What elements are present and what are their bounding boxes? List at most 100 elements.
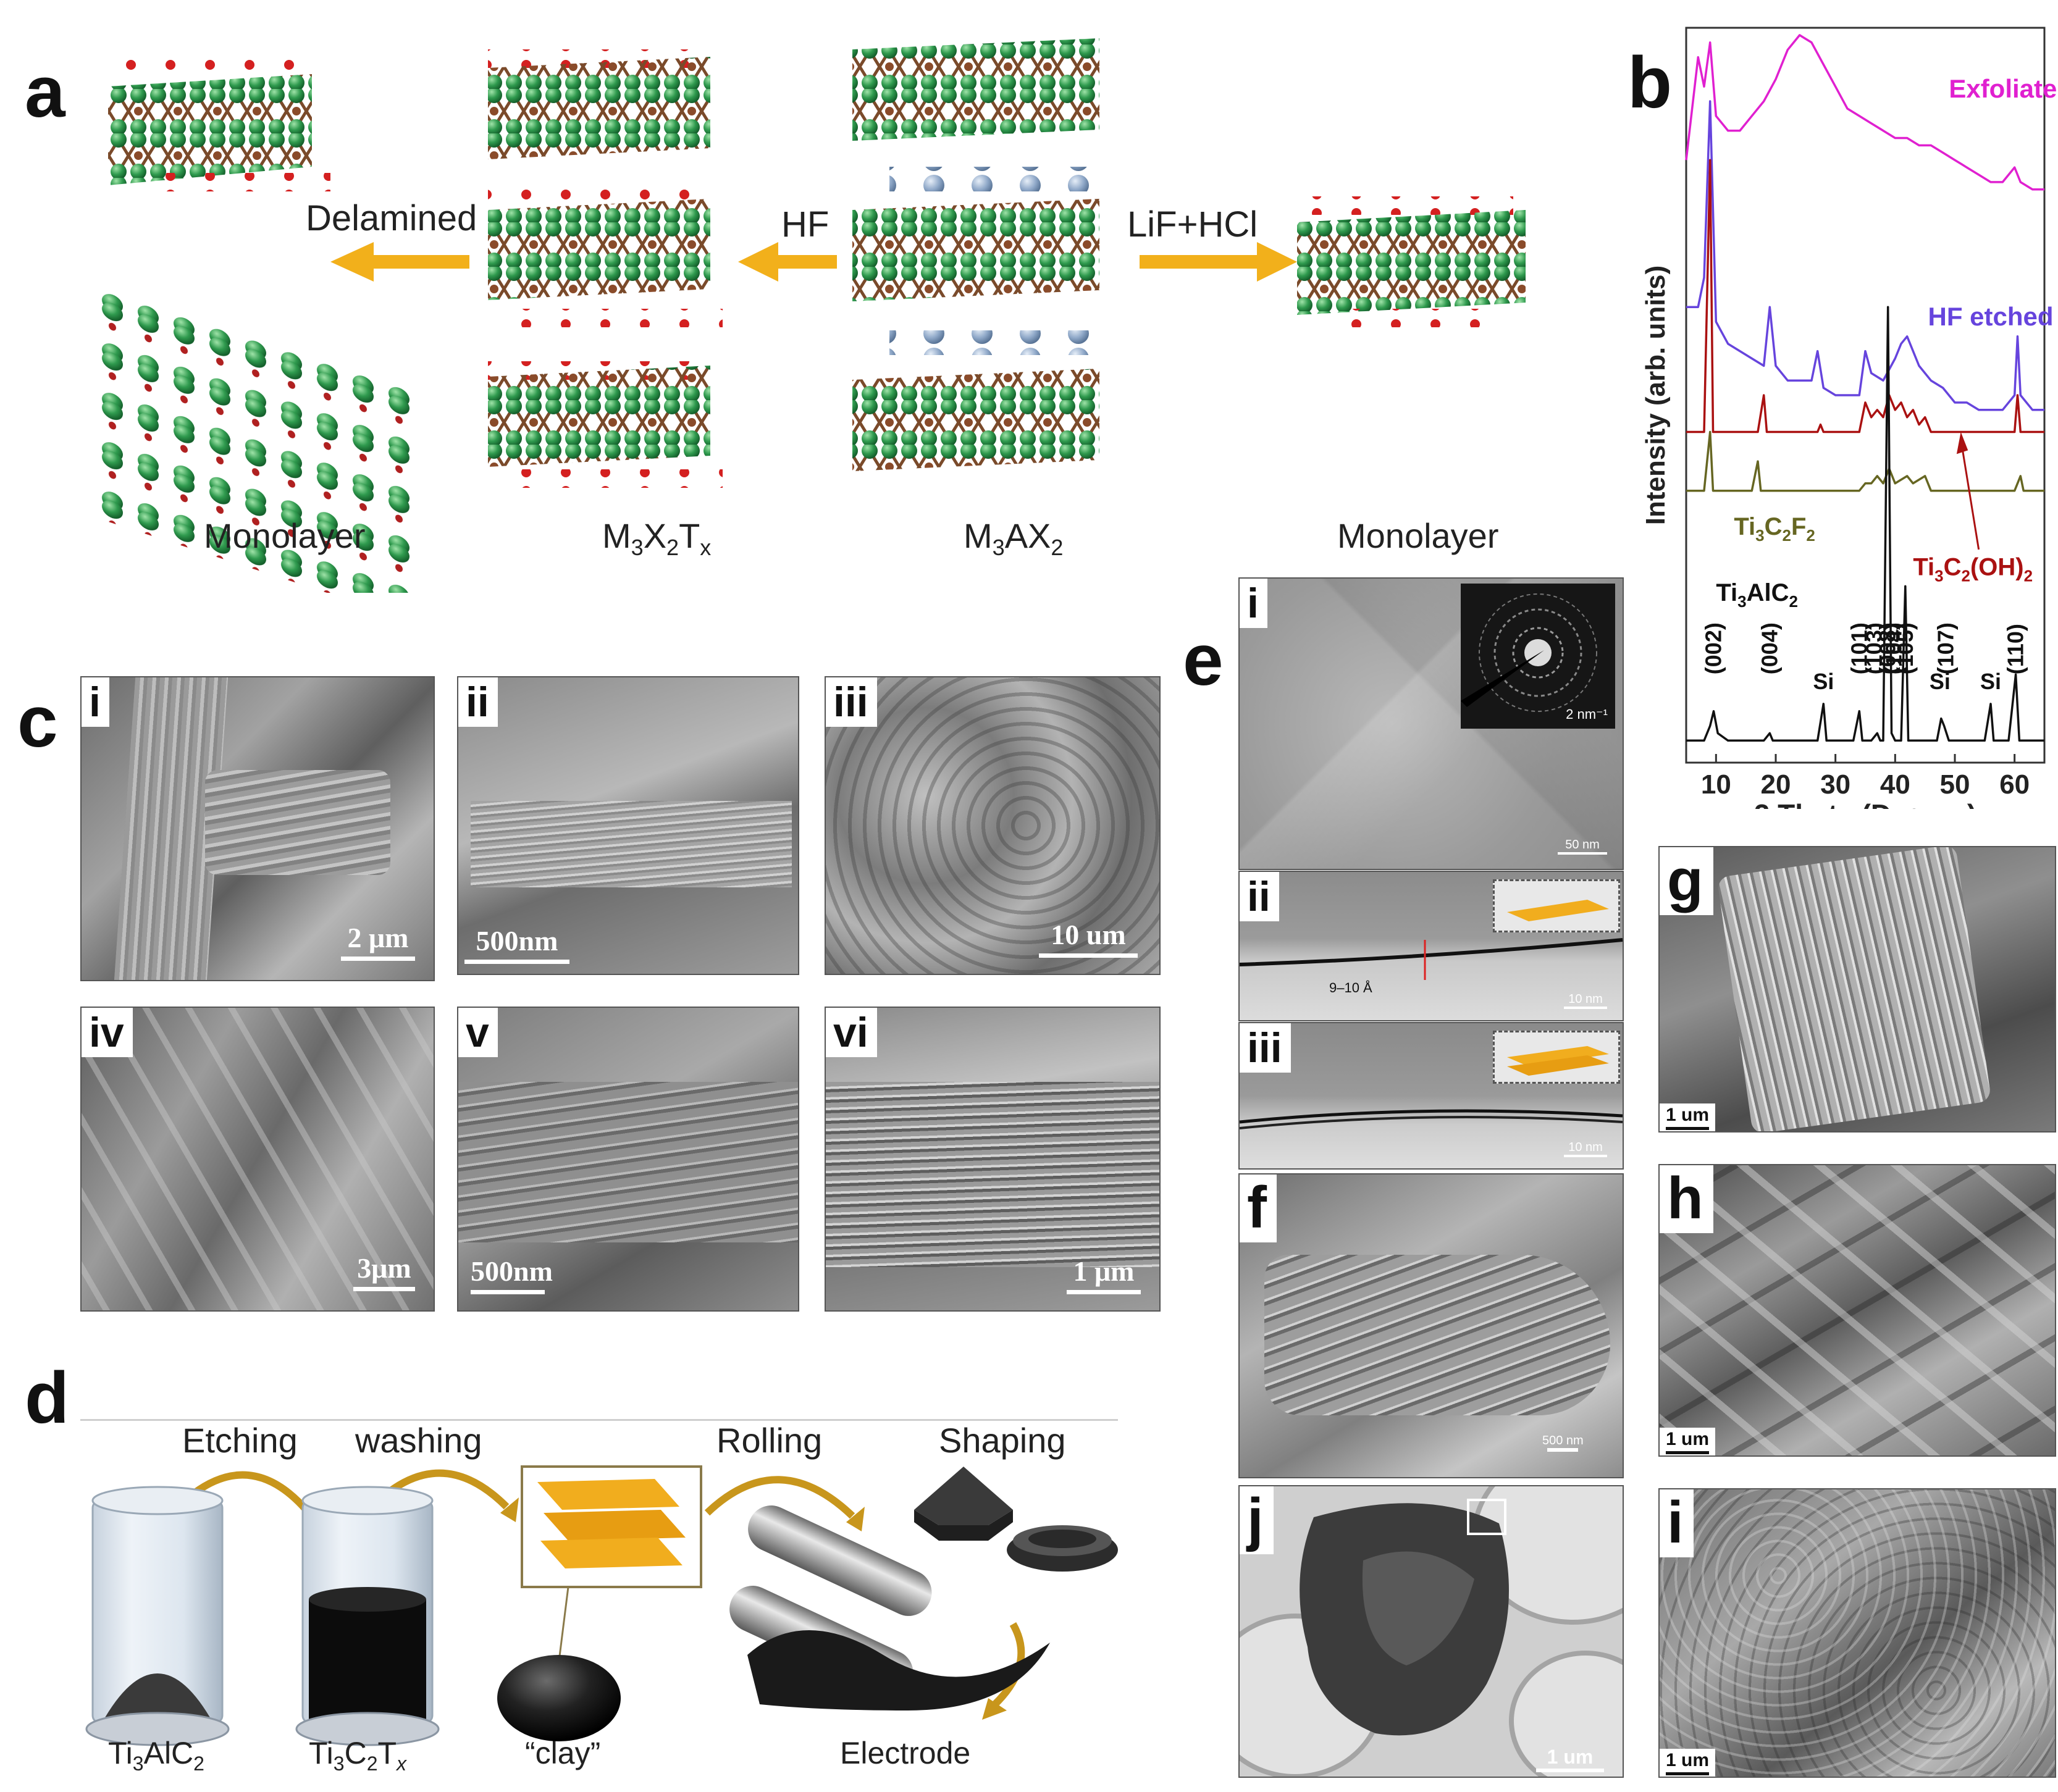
step-washing: washing [355,1421,482,1460]
tem-e-iii-label: iii [1240,1023,1291,1073]
tem-e-i-scalebar: 50 nm [1558,838,1607,855]
peak-label-4: (103) [1862,622,1887,674]
tem-e-ii-label: ii [1240,872,1279,921]
lif-hcl-arrow [1140,242,1297,282]
panel-g: g 1 um [1658,846,2056,1133]
peak-label-7: (105) [1892,622,1918,674]
peak-label-0: (002) [1700,622,1726,674]
x-tick-label-1: 20 [1761,769,1791,800]
caption-monolayer-right: Monolayer [1337,516,1499,555]
rollers [729,1505,1050,1710]
sem-c-iii-scalebar: 10 um [1039,918,1138,958]
peak-label-11: (110) [2003,624,2028,674]
series-line-1 [1686,100,2044,411]
sem-c-iv-scalebar: 3μm [353,1252,415,1291]
sem-c-v-label: v [458,1008,498,1057]
panel-h-label: h [1660,1165,1713,1233]
step-shaping: Shaping [939,1421,1066,1460]
panel-j-label: j [1240,1486,1274,1554]
caption-electrode: Electrode [840,1736,971,1770]
peak-label-1: (004) [1757,622,1782,674]
label-hf-etched: HF etched [1928,302,2054,331]
tem-e-ii-inset [1493,879,1620,932]
tem-e-i-saed-inset: 2 nm⁻¹ [1461,584,1615,729]
max-stack [852,38,1099,471]
sem-c-ii: ii 500nm [457,676,799,975]
lif-hcl-label: LiF+HCl [1127,204,1258,245]
beaker-ti3alc2 [85,1486,230,1746]
clay-inset [521,1465,702,1662]
monolayer-right [1297,196,1526,327]
plot-frame [1685,27,2046,764]
peak-label-8: Si [1930,669,1951,694]
y-axis-title: Intensity (arb. units) [1640,266,1671,525]
sem-c-i: i 2 μm [80,676,435,981]
panel-g-label: g [1660,847,1713,915]
series-line-3 [1686,430,2044,492]
sem-c-ii-scalebar: 500nm [464,924,569,964]
panel-f: f 500 nm [1238,1173,1624,1478]
caption-ti3alc2: Ti3AlC2 [108,1736,204,1775]
x-tick-label-5: 60 [1999,769,2030,800]
caption-clay: “clay” [525,1736,601,1770]
sem-c-vi: vi 1 μm [825,1007,1161,1312]
panel-h-texture [1660,1165,2055,1455]
label-ti3c2f2: Ti3C2F2 [1734,513,1815,545]
tem-e-iii-inset [1493,1031,1620,1084]
caption-monolayer-left: Monolayer [204,516,366,555]
panel-i: i 1 um [1658,1488,2056,1778]
panel-f-flake [1264,1255,1610,1415]
sem-c-iv-texture [82,1008,434,1310]
panel-i-texture [1660,1489,2055,1777]
tem-e-ii-scalebar: 10 nm [1564,992,1607,1009]
label-ti3c2oh2: Ti3C2(OH)2 [1913,554,2033,585]
panel-d-divider [80,1419,1118,1421]
x-tick-label-4: 50 [1940,769,1970,800]
panel-e-label: e [1183,619,1224,701]
tem-e-ii-spacing: 9–10 Å [1329,980,1372,995]
sem-c-iii-texture [826,677,1159,974]
panel-i-scalebar: 1 um [1660,1749,1716,1777]
panel-j-scalebar: 1 um [1536,1746,1604,1772]
sem-c-i-layers [205,770,390,875]
monolayer-top-left [108,59,330,191]
peak-label-5: (008) [1875,622,1900,674]
ti3c2oh2-pointer [1960,439,1980,550]
tem-e-ii: ii 9–10 Å 10 nm [1238,871,1624,1021]
x-tick-label-3: 40 [1880,769,1910,800]
series-line-4 [1686,306,2044,742]
x-axis-title: 2 Theta (Degree) [1754,798,1976,809]
peak-label-9: (107) [1933,622,1959,674]
panel-a-lattice-illustration [99,38,1526,593]
caption-max: M3AX2 [964,516,1064,561]
tem-e-iii: iii 10 nm [1238,1022,1624,1170]
label-exfoliated: Exfoliated [1949,74,2058,103]
caption-ti3c2tx: Ti3C2Tx [309,1736,407,1775]
clay-ball [497,1655,621,1741]
peak-label-2: Si [1813,669,1834,694]
panel-b-label: b [1628,42,1673,124]
x-tick-label-0: 10 [1701,769,1731,800]
x-tick-label-2: 30 [1820,769,1850,800]
sem-c-vi-layers [826,1082,1159,1267]
tem-e-iii-scalebar: 10 nm [1564,1141,1607,1157]
sem-c-i-label: i [82,677,109,727]
sem-c-vi-scalebar: 1 μm [1067,1255,1141,1294]
sem-c-ii-label: ii [458,677,498,727]
label-ti3alc2: Ti3AlC2 [1716,579,1798,611]
sem-c-vi-label: vi [826,1008,877,1057]
panel-d-process-illustration [85,1465,1118,1746]
sem-c-ii-layers [471,801,792,887]
panel-h: h 1 um [1658,1164,2056,1457]
panel-c-label: c [17,681,58,763]
panel-h-scalebar: 1 um [1660,1428,1716,1455]
ti3c2oh2-pointer-head [1956,432,1968,454]
delamined-label: Delamined [306,198,477,238]
panel-i-label: i [1660,1489,1694,1557]
series-line-2 [1686,159,2044,433]
sem-c-v-scalebar: 500nm [471,1255,553,1294]
panel-f-label: f [1240,1174,1277,1242]
sem-c-i-scalebar: 2 μm [341,921,415,961]
tem-e-i: 2 nm⁻¹ i 50 nm [1238,577,1624,870]
delamined-arrow [330,242,469,282]
